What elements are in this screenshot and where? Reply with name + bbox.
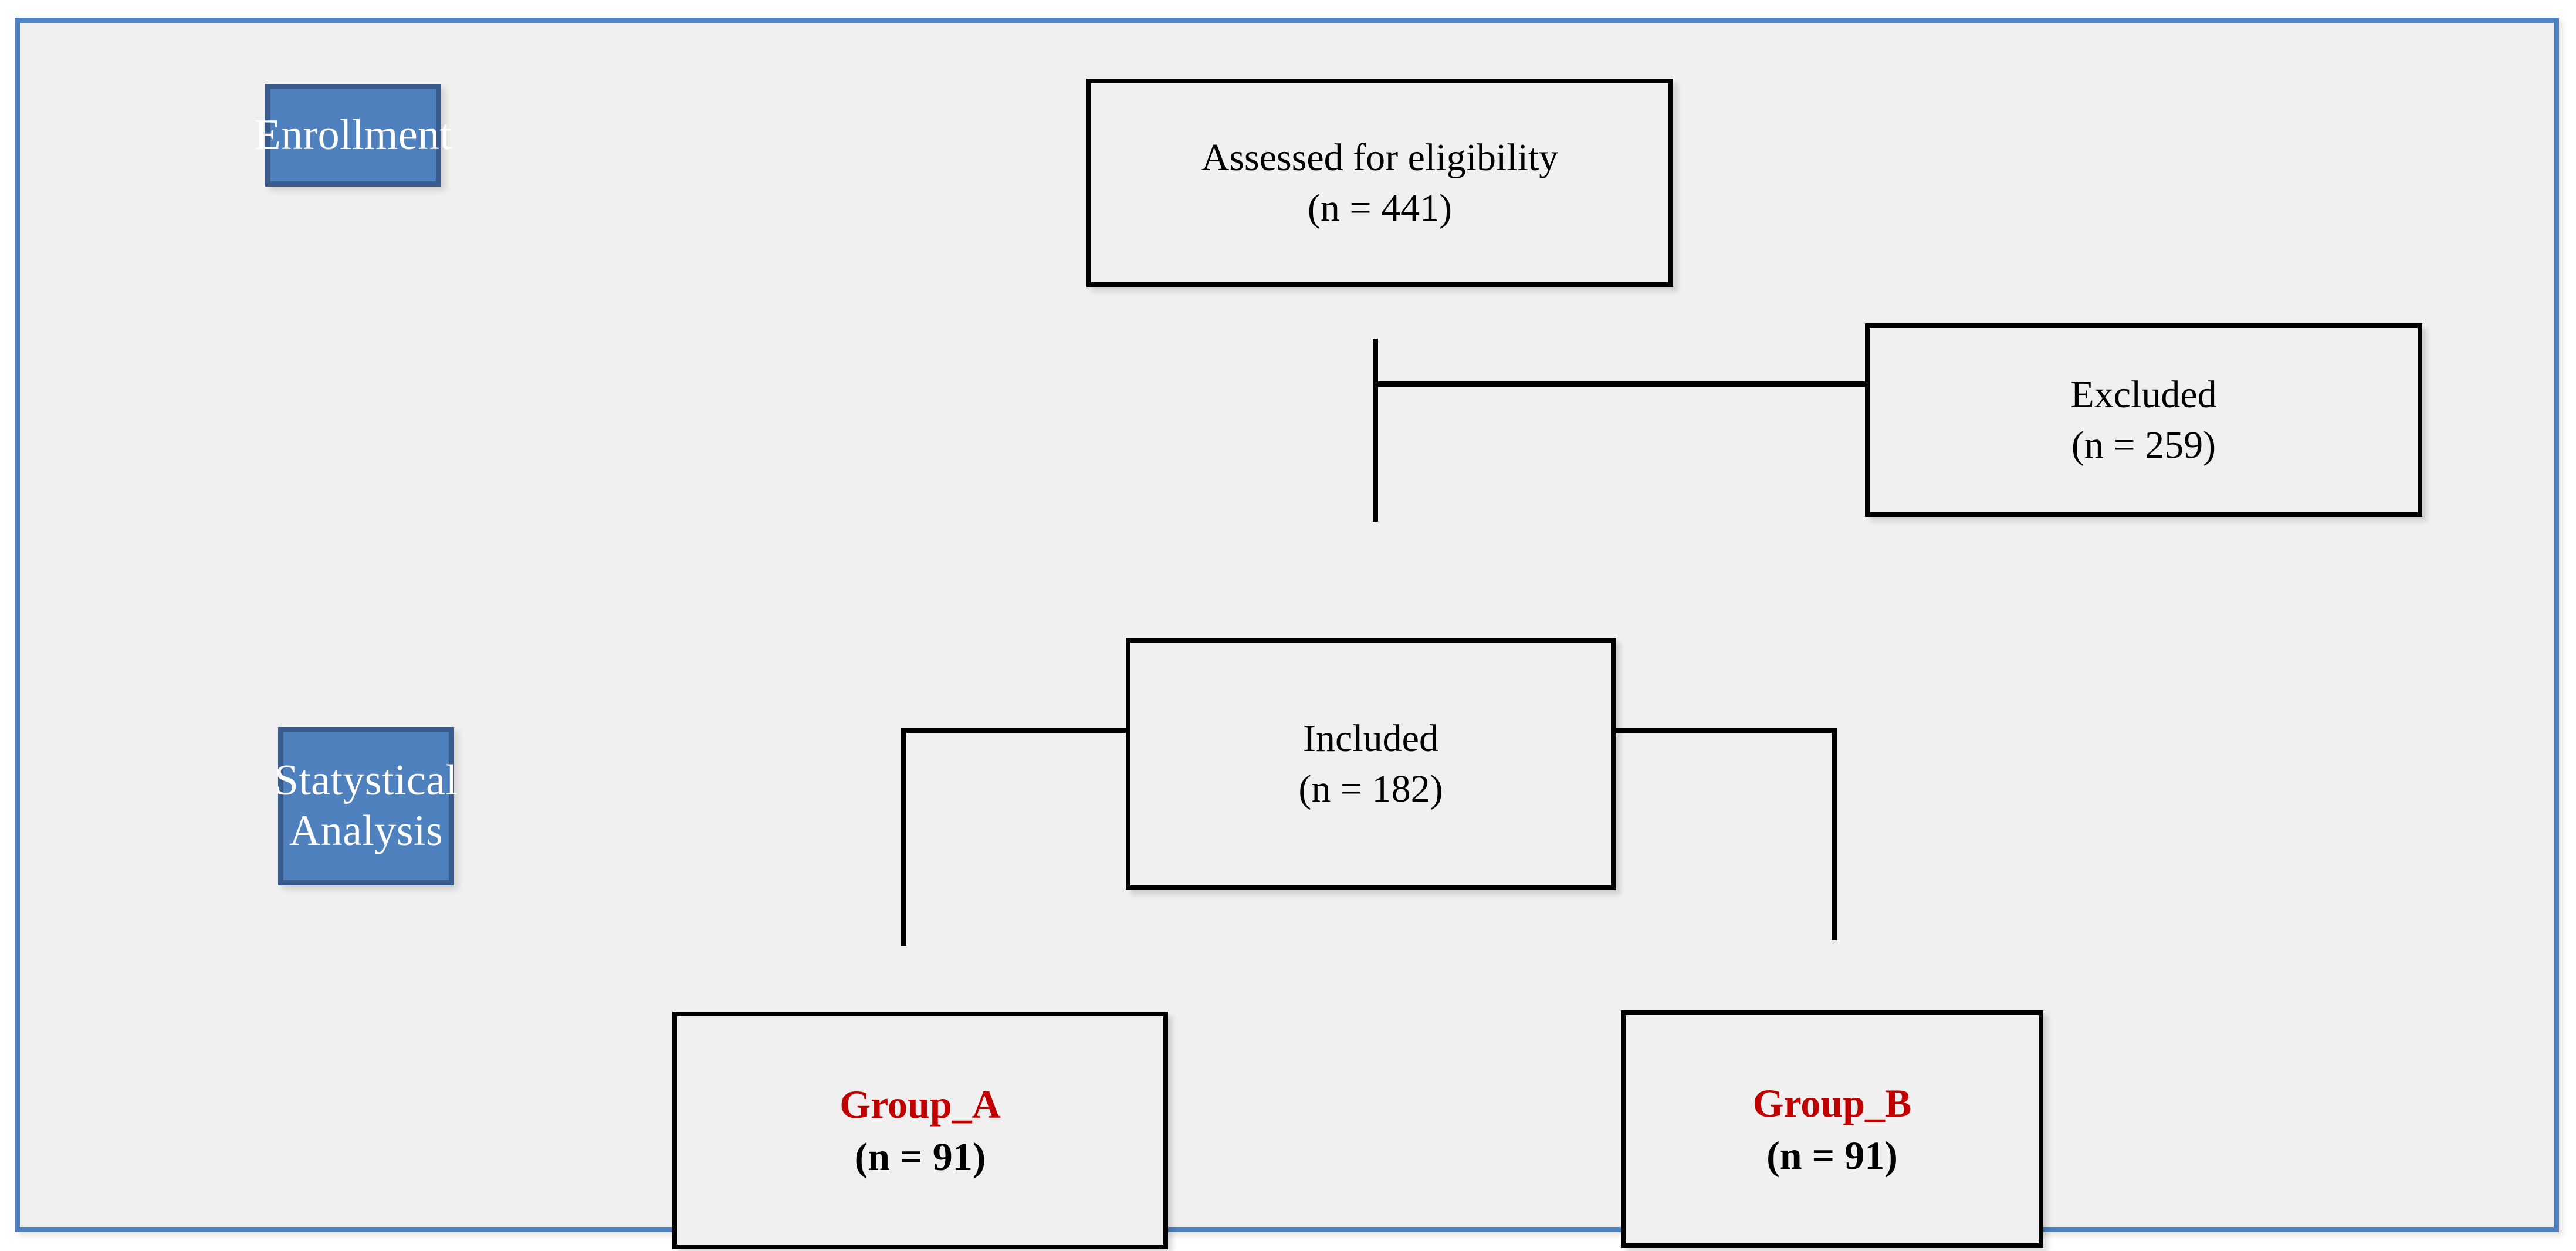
- node-included-count: (n = 182): [1298, 767, 1443, 810]
- stage-label-enrollment: Enrollment: [255, 84, 452, 187]
- node-group-a: Group_A (n = 91): [672, 1012, 1168, 1249]
- diagram-frame: Enrollment Statystical Analysis Assessed…: [15, 18, 2559, 1249]
- connector-assessed-vertical: [1373, 339, 1378, 522]
- node-group-b-label: Group_B: [1752, 1081, 1912, 1126]
- node-excluded: Excluded (n = 259): [1865, 323, 2422, 517]
- stage-label-analysis-line2: Analysis: [289, 807, 444, 855]
- stage-label-analysis-line1: Statystical: [274, 756, 458, 805]
- connector-included-to-group-b-horizontal: [1613, 728, 1837, 733]
- node-assessed-for-eligibility: Assessed for eligibility (n = 441): [1086, 79, 1673, 287]
- connector-included-to-group-a-vertical: [901, 728, 906, 946]
- connector-assessed-to-excluded: [1376, 381, 1867, 387]
- stage-label-enrollment-text: Enrollment: [254, 110, 452, 159]
- connector-included-to-group-a-horizontal: [901, 728, 1129, 733]
- node-included-label: Included: [1303, 717, 1438, 760]
- node-group-b: Group_B (n = 91): [1621, 1010, 2043, 1248]
- connector-included-to-group-b-vertical: [1832, 728, 1837, 940]
- node-assessed-count: (n = 441): [1307, 186, 1453, 229]
- node-group-b-count: (n = 91): [1766, 1132, 1898, 1178]
- node-excluded-count: (n = 259): [2071, 424, 2216, 466]
- node-assessed-label: Assessed for eligibility: [1201, 136, 1559, 179]
- stage-label-statistical-analysis: Statystical Analysis: [275, 727, 458, 885]
- node-group-a-count: (n = 91): [854, 1134, 986, 1179]
- node-excluded-label: Excluded: [2070, 373, 2217, 417]
- node-group-a-label: Group_A: [840, 1082, 1001, 1127]
- node-included: Included (n = 182): [1126, 638, 1616, 890]
